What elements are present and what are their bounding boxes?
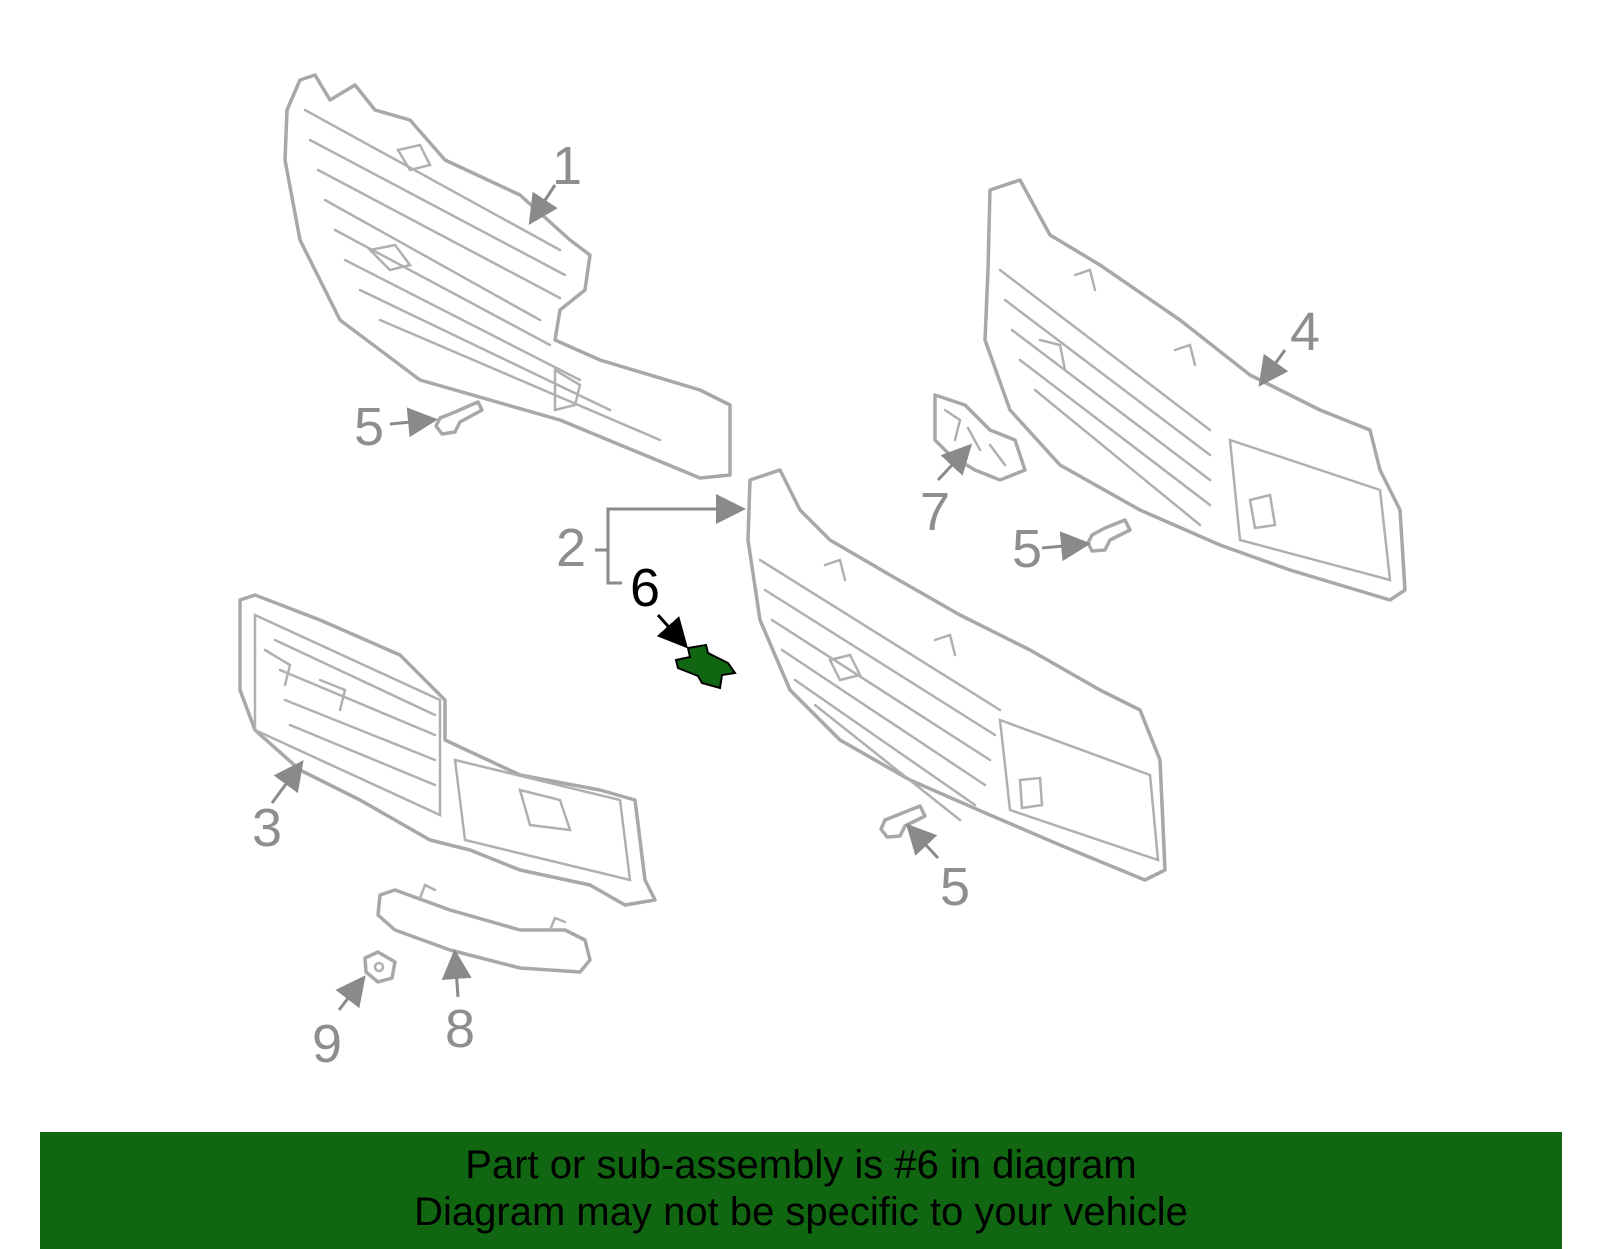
grille-part-3[interactable] bbox=[238, 593, 657, 907]
banner-line-part-number: Part or sub-assembly is #6 in diagram bbox=[465, 1143, 1137, 1187]
callout-3: 3 bbox=[252, 798, 282, 858]
parts-diagram: 1 2 3 4 5 5 5 6 7 8 9 bbox=[238, 73, 1407, 1074]
bowtie-emblem-part-6[interactable] bbox=[674, 643, 737, 690]
callout-6: 6 bbox=[630, 558, 660, 618]
info-banner: Part or sub-assembly is #6 in diagram Di… bbox=[40, 1132, 1562, 1249]
callout-1: 1 bbox=[552, 136, 582, 196]
grille-part-2[interactable] bbox=[746, 468, 1167, 882]
callout-2: 2 bbox=[556, 518, 586, 578]
callout-4: 4 bbox=[1290, 302, 1320, 362]
banner-line-disclaimer: Diagram may not be specific to your vehi… bbox=[414, 1190, 1188, 1234]
grille-part-4[interactable] bbox=[983, 178, 1407, 602]
callout-9: 9 bbox=[312, 1014, 342, 1074]
callout-8: 8 bbox=[445, 999, 475, 1059]
callout-7: 7 bbox=[920, 482, 950, 542]
bolt-part-5-a[interactable] bbox=[434, 400, 484, 436]
callout-5-top-left: 5 bbox=[354, 397, 384, 457]
callout-arrows bbox=[270, 184, 1289, 1011]
molding-part-8[interactable] bbox=[376, 883, 592, 974]
callout-5-bottom: 5 bbox=[940, 857, 970, 917]
callout-5-right: 5 bbox=[1012, 519, 1042, 579]
bolt-part-5-b[interactable] bbox=[1086, 518, 1132, 553]
grille-part-1[interactable] bbox=[283, 73, 732, 480]
clip-part-9[interactable] bbox=[363, 950, 397, 984]
bolt-part-5-c[interactable] bbox=[879, 804, 927, 839]
